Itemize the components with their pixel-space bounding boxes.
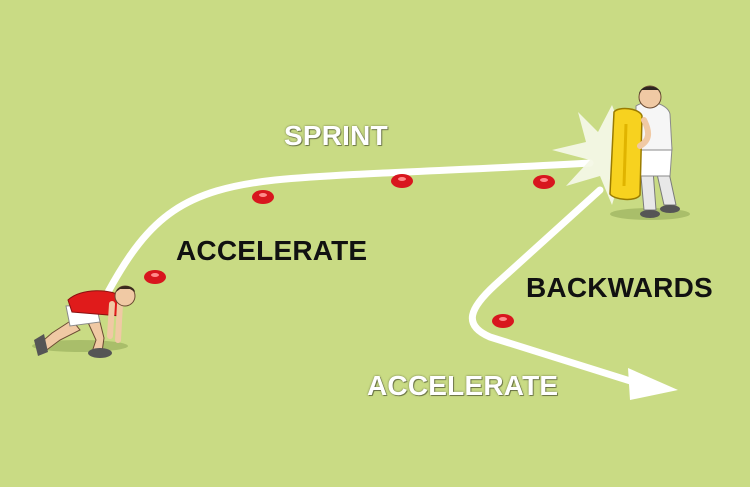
path-arrowhead <box>628 368 678 400</box>
label-backwards: BACKWARDS <box>526 272 713 303</box>
cone <box>492 314 514 328</box>
backwards-path <box>468 186 644 388</box>
cone <box>391 174 413 188</box>
label-accelerate-first: ACCELERATE <box>176 235 368 266</box>
attacker-player <box>32 285 136 358</box>
impact-burst-icon <box>552 105 655 205</box>
defender-player <box>609 85 690 220</box>
cone <box>144 270 166 284</box>
sprint-path <box>104 159 594 296</box>
label-accelerate-second: ACCELERATE <box>367 370 559 401</box>
cone <box>252 190 274 204</box>
label-sprint: SPRINT <box>284 120 388 151</box>
cone <box>533 175 555 189</box>
